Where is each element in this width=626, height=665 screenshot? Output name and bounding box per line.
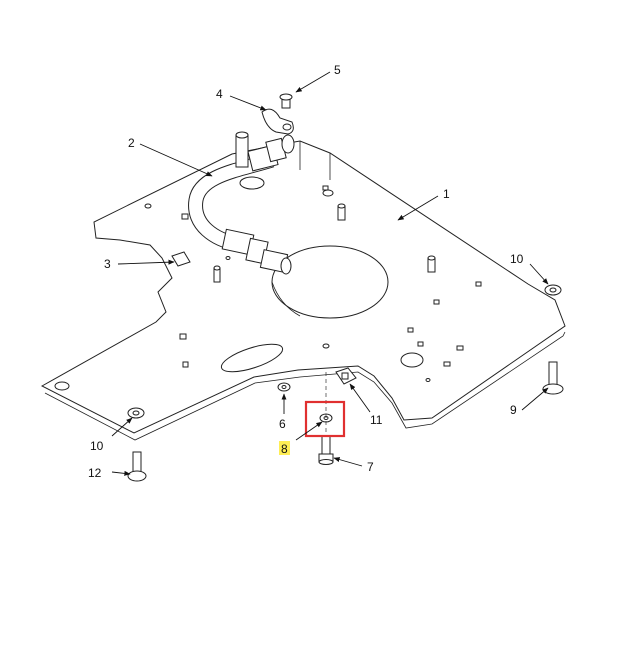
callout-8-highlight (279, 441, 290, 455)
callout-7: 7 (367, 460, 374, 474)
callout-8: 8 (281, 442, 288, 456)
nut-6 (277, 382, 291, 392)
bolt-7 (318, 435, 334, 465)
plate-oval-slot (220, 343, 284, 373)
clamp-screw (279, 93, 293, 109)
highlight-box (304, 400, 346, 438)
plate-small-holes (144, 176, 482, 382)
callout-10-right: 10 (510, 252, 524, 266)
nut-10-left (127, 407, 145, 419)
callout-1: 1 (443, 187, 450, 201)
plate-studs (213, 203, 436, 283)
callout-3: 3 (104, 257, 111, 271)
callout-11: 11 (370, 413, 383, 427)
callout-12: 12 (88, 466, 102, 480)
plate-round-opening (271, 245, 389, 319)
callout-5: 5 (334, 63, 341, 77)
leader-lines (111, 71, 549, 476)
clip-11 (335, 367, 357, 385)
hose-bracket (171, 251, 191, 267)
nut-10-right (544, 284, 562, 296)
nut-corner-left (54, 381, 70, 391)
callout-4: 4 (216, 87, 223, 101)
bolt-12 (127, 451, 147, 482)
hose-assembly (188, 131, 295, 275)
callout-2: 2 (128, 136, 135, 150)
callout-6: 6 (279, 417, 286, 431)
callout-10-left: 10 (90, 439, 104, 453)
hose-clamp (261, 108, 294, 135)
callout-9: 9 (510, 403, 517, 417)
